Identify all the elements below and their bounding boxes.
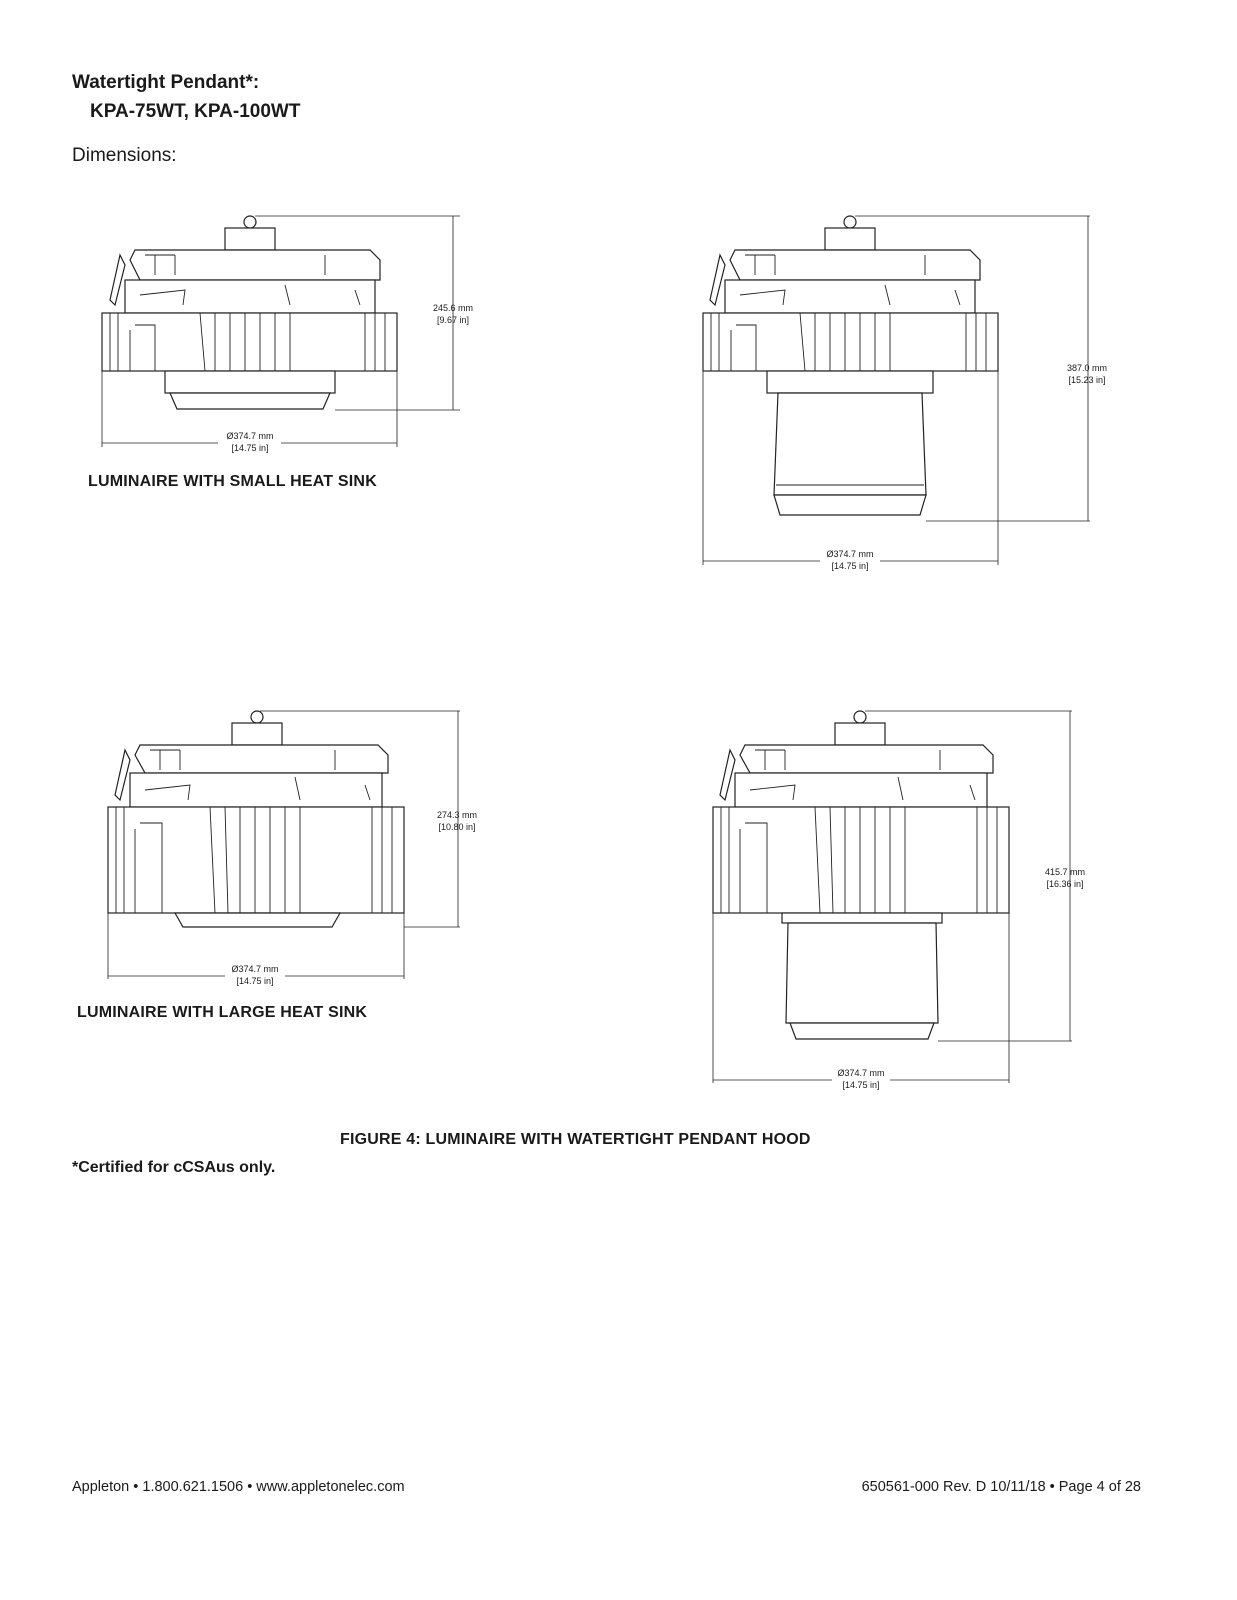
diameter-mm: Ø374.7 mm (226, 431, 273, 441)
diameter-in: [14.75 in] (831, 561, 868, 571)
diameter-mm: Ø374.7 mm (231, 964, 278, 974)
diameter-in: [14.75 in] (236, 976, 273, 986)
height-mm: 245.6 mm (433, 303, 473, 313)
height-mm: 415.7 mm (1045, 867, 1085, 877)
caption-large-heatsink: LUMINAIRE WITH LARGE HEAT SINK (77, 1004, 368, 1021)
diameter-mm: Ø374.7 mm (837, 1068, 884, 1078)
drawing-small-heatsink-tall: 387.0 mm [15.23 in] Ø374.7 mm [14.75 in] (702, 215, 1107, 571)
drawing-large-heatsink-tall: 415.7 mm [16.36 in] Ø374.7 mm [14.75 in] (712, 710, 1085, 1090)
height-mm: 274.3 mm (437, 810, 477, 820)
figure-caption: FIGURE 4: LUMINAIRE WITH WATERTIGHT PEND… (340, 1131, 811, 1148)
footnote: *Certified for cCSAus only. (72, 1159, 276, 1176)
diameter-mm: Ø374.7 mm (826, 549, 873, 559)
footer-page-info: 650561-000 Rev. D 10/11/18 • Page 4 of 2… (861, 1479, 1141, 1495)
height-in: [16.36 in] (1046, 879, 1083, 889)
footer-contact: Appleton • 1.800.621.1506 • www.appleton… (72, 1479, 405, 1495)
drawing-large-heatsink-short: 274.3 mm [10.80 in] Ø374.7 mm [14.75 in] (107, 710, 477, 986)
model-numbers: KPA-75WT, KPA-100WT (90, 101, 301, 122)
height-mm: 387.0 mm (1067, 363, 1107, 373)
caption-small-heatsink: LUMINAIRE WITH SMALL HEAT SINK (88, 473, 377, 490)
height-in: [15.23 in] (1068, 375, 1105, 385)
section-title: Watertight Pendant*: (72, 72, 260, 93)
diameter-in: [14.75 in] (231, 443, 268, 453)
height-in: [9.67 in] (437, 315, 469, 325)
height-in: [10.80 in] (438, 822, 475, 832)
diameter-in: [14.75 in] (842, 1080, 879, 1090)
drawing-small-heatsink-short: 245.6 mm [9.67 in] Ø374.7 mm [14.75 in] (101, 215, 473, 453)
dimensions-label: Dimensions: (72, 145, 177, 166)
